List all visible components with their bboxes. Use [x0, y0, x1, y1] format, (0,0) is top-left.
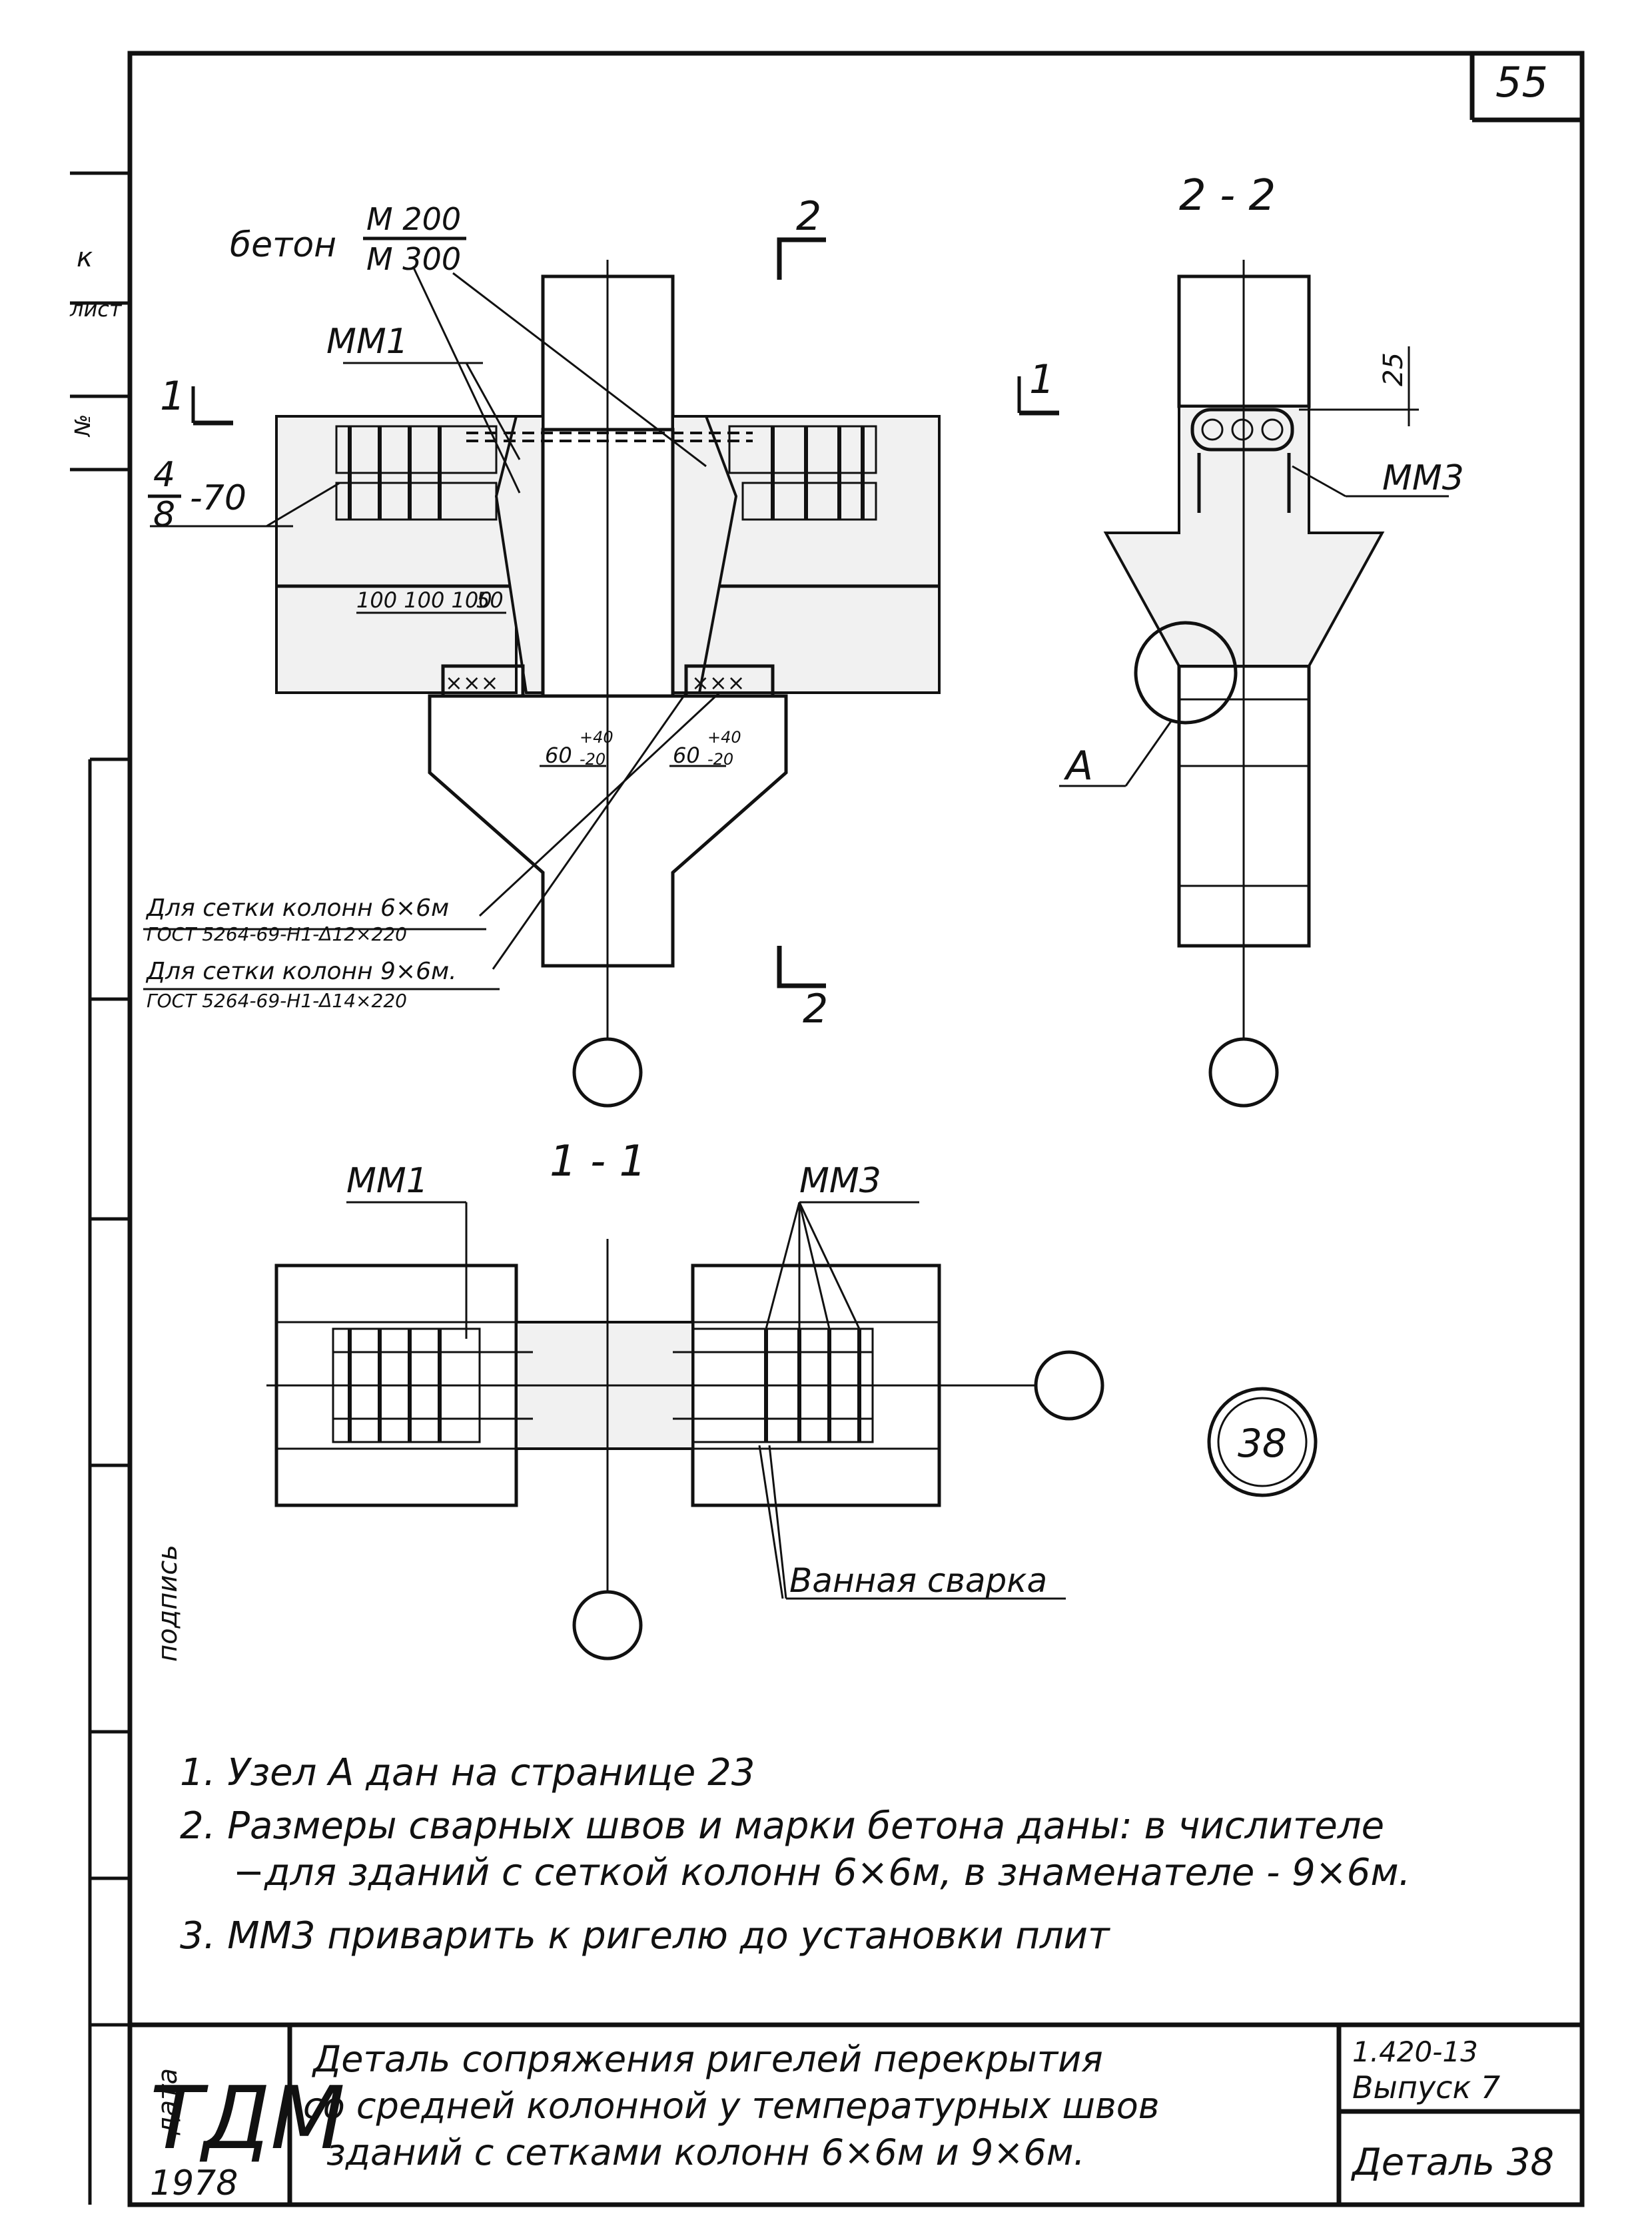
- bearing-plate-left-mark: ×××: [445, 670, 498, 695]
- stirrup-spacing-end: 50: [476, 587, 504, 613]
- weld-length: -70: [190, 478, 246, 518]
- gap-dim-right: 60: [673, 743, 700, 768]
- section-2-2-title: 2 - 2: [1179, 171, 1276, 220]
- note-1: 1. Узел А дан на странице 23: [180, 1751, 755, 1794]
- title-block-series: 1.420-13: [1352, 2035, 1478, 2068]
- note-2: 2. Размеры сварных швов и марки бетона д…: [180, 1804, 1384, 1848]
- bath-weld-label: Ванная сварка: [789, 1561, 1047, 1600]
- section-2-2: [1059, 260, 1449, 1108]
- concrete-denominator: М 300: [366, 241, 461, 277]
- margin-label-podpis: подпись: [153, 1545, 183, 1662]
- grid-6x6-title: Для сетки колонн 6×6м: [145, 895, 449, 922]
- note-3: 3. ММ3 приварить к ригелю до установки п…: [180, 1914, 1110, 1958]
- margin-stamp: к лист № подпись дата: [69, 242, 183, 2135]
- dim-25: 25: [1378, 352, 1409, 386]
- section-1-1: [266, 1201, 1318, 1661]
- section-1-1-title: 1 - 1: [550, 1137, 646, 1186]
- title-line-2: со средней колонной у температурных швов: [303, 2085, 1160, 2127]
- grid-6x6-gost: ГОСТ 5264-69-Н1-Δ12×220: [147, 923, 407, 945]
- title-block-detail: Деталь 38: [1350, 2141, 1554, 2184]
- title-block-year: 1978: [150, 2163, 238, 2203]
- margin-label-data: дата: [153, 2068, 183, 2135]
- mm3-label-plan: ММ3: [799, 1161, 881, 1201]
- gap-tol-plus-left: +40: [580, 728, 614, 747]
- stirrup-spacing-dims: 100 100 100: [356, 587, 492, 613]
- weld-fraction-denominator: 8: [153, 495, 175, 535]
- section-marker-2-top: 2: [796, 193, 821, 240]
- weld-fraction-numerator: 4: [153, 455, 175, 495]
- mm1-label-elevation: ММ1: [326, 322, 408, 362]
- title-line-3: зданий с сетками колонн 6×6м и 9×6м.: [326, 2131, 1085, 2173]
- section-marker-2-bottom: 2: [803, 986, 828, 1032]
- concrete-numerator: М 200: [366, 201, 461, 237]
- mm3-label-section: ММ3: [1382, 458, 1464, 498]
- title-line-1: Деталь сопряжения ригелей перекрытия: [312, 2038, 1103, 2080]
- mm1-label-plan: ММ1: [346, 1161, 428, 1201]
- page-number: 55: [1495, 58, 1548, 107]
- title-block-logo: ТДМ: [150, 2067, 345, 2169]
- node-a-label: А: [1063, 743, 1093, 789]
- sheet-frame: [70, 51, 1585, 2207]
- concrete-label: бетон: [230, 225, 336, 265]
- section-marker-1-right: 1: [1029, 356, 1054, 403]
- margin-label-no: №: [70, 414, 95, 438]
- margin-label-k: к: [77, 242, 93, 273]
- grid-9x6-gost: ГОСТ 5264-69-Н1-Δ14×220: [147, 990, 407, 1012]
- section-marker-1-left: 1: [160, 373, 185, 420]
- title-block-issue: Выпуск 7: [1352, 2069, 1500, 2105]
- gap-tol-minus-right: -20: [707, 750, 733, 769]
- main-elevation: ××× ×××: [143, 237, 1059, 1108]
- detail-number-badge: 38: [1238, 1421, 1287, 1466]
- grid-9x6-title: Для сетки колонн 9×6м.: [145, 958, 457, 985]
- gap-tol-plus-right: +40: [707, 728, 741, 747]
- title-block: [130, 2022, 1582, 2205]
- gap-tol-minus-left: -20: [580, 750, 606, 769]
- bearing-plate-right-mark: ×××: [691, 670, 745, 695]
- gap-dim-left: 60: [545, 743, 572, 768]
- note-2-cont: −для зданий с сеткой колонн 6×6м, в знам…: [233, 1851, 1410, 1894]
- margin-label-list: лист: [69, 296, 123, 322]
